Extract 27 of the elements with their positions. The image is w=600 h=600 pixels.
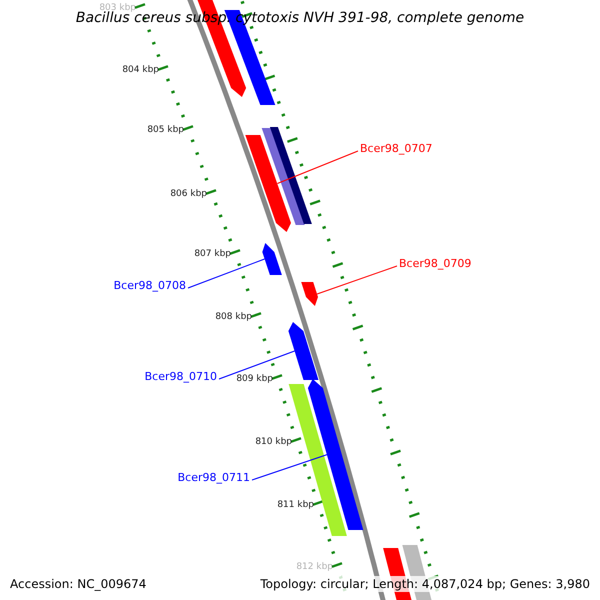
tick-label: 804 kbp: [122, 66, 159, 75]
leader-line: [188, 258, 266, 288]
leader-line: [276, 150, 358, 184]
gene-label: Bcer98_0709: [399, 258, 472, 269]
gene-label: Bcer98_0708: [114, 280, 186, 291]
accession-text: Accession: NC_009674: [8, 576, 148, 592]
leader-line: [252, 454, 328, 480]
gene-feature: [245, 135, 291, 232]
gene-label: Bcer98_0711: [178, 472, 250, 483]
tick-label: 805 kbp: [147, 126, 184, 135]
gene-bar: [270, 127, 312, 224]
tick-label: 809 kbp: [236, 375, 273, 384]
genome-info-text: Topology: circular; Length: 4,087,024 bp; Genes: 3,980: [258, 576, 592, 592]
leader-line: [218, 350, 296, 380]
tick-label: 810 kbp: [255, 438, 292, 447]
leader-line: [316, 266, 398, 294]
tick-label: 806 kbp: [170, 190, 207, 199]
tick-label: 811 kbp: [277, 501, 314, 510]
gene-feature: [301, 282, 318, 306]
gene-label: Bcer98_0707: [360, 143, 432, 154]
tick-label: 807 kbp: [194, 250, 231, 259]
gene-bar: [262, 128, 305, 225]
gene-label: Bcer98_0710: [144, 371, 217, 382]
tick-label: 808 kbp: [215, 313, 252, 322]
gene-feature: [288, 322, 318, 380]
tick-label: 812 kbp: [296, 563, 333, 572]
gene-feature: [262, 243, 282, 275]
